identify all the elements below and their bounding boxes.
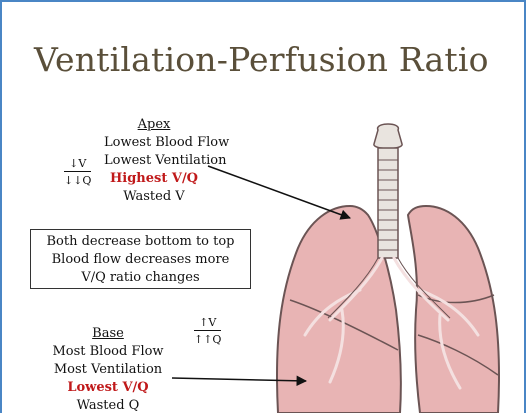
- apex-arrow: [208, 166, 350, 218]
- base-arrow: [172, 378, 306, 381]
